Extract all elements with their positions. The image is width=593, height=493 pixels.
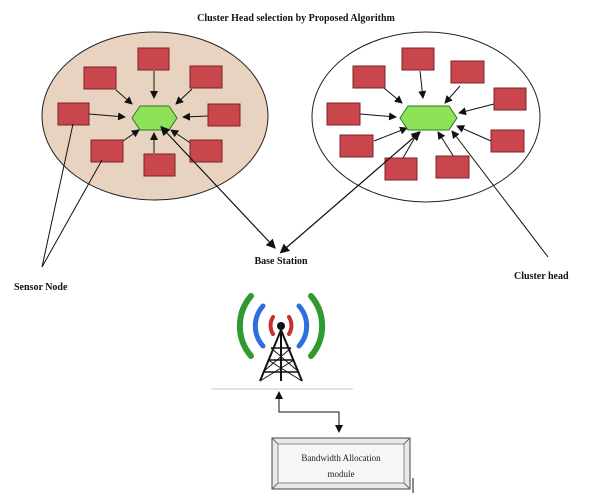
sensor-node bbox=[57, 102, 90, 126]
base-station-label: Base Station bbox=[254, 256, 308, 267]
sensor-node bbox=[90, 139, 124, 163]
sensor-node bbox=[401, 47, 435, 71]
right-cluster-head bbox=[399, 105, 458, 131]
module-title: Bandwidth Allocation bbox=[301, 453, 381, 463]
sensor-node bbox=[83, 66, 117, 90]
bandwidth-allocation-module: Bandwidth Allocation module bbox=[271, 437, 411, 490]
sensor-node bbox=[352, 65, 386, 89]
sensor-node bbox=[143, 153, 176, 177]
sensor-node bbox=[189, 65, 223, 89]
sensor-node bbox=[207, 103, 241, 127]
sensor-node bbox=[339, 134, 374, 158]
right-base-station-link bbox=[279, 131, 421, 254]
radio-tower-icon bbox=[236, 293, 326, 382]
sensor-node bbox=[189, 139, 223, 163]
module-subtitle: module bbox=[328, 469, 355, 479]
sensor-node bbox=[490, 129, 525, 153]
sensor-node-label: Sensor Node bbox=[14, 282, 68, 293]
cluster-head-label: Cluster head bbox=[514, 271, 569, 282]
sensor-node bbox=[137, 47, 170, 71]
sensor-node bbox=[493, 87, 527, 111]
left-cluster-head bbox=[131, 105, 178, 131]
diagram-title: Cluster Head selection by Proposed Algor… bbox=[197, 13, 395, 24]
sensor-node-callout-line bbox=[41, 123, 74, 268]
sensor-node bbox=[435, 155, 470, 179]
tower-module-link bbox=[275, 391, 343, 433]
sensor-node bbox=[326, 102, 361, 126]
sensor-node bbox=[450, 60, 485, 84]
cluster-head-callout-line bbox=[451, 130, 549, 258]
left-base-station-link bbox=[160, 125, 276, 249]
sensor-node-callout-line bbox=[41, 159, 103, 268]
right-sensor-nodes bbox=[326, 47, 527, 181]
sensor-node bbox=[384, 157, 418, 181]
